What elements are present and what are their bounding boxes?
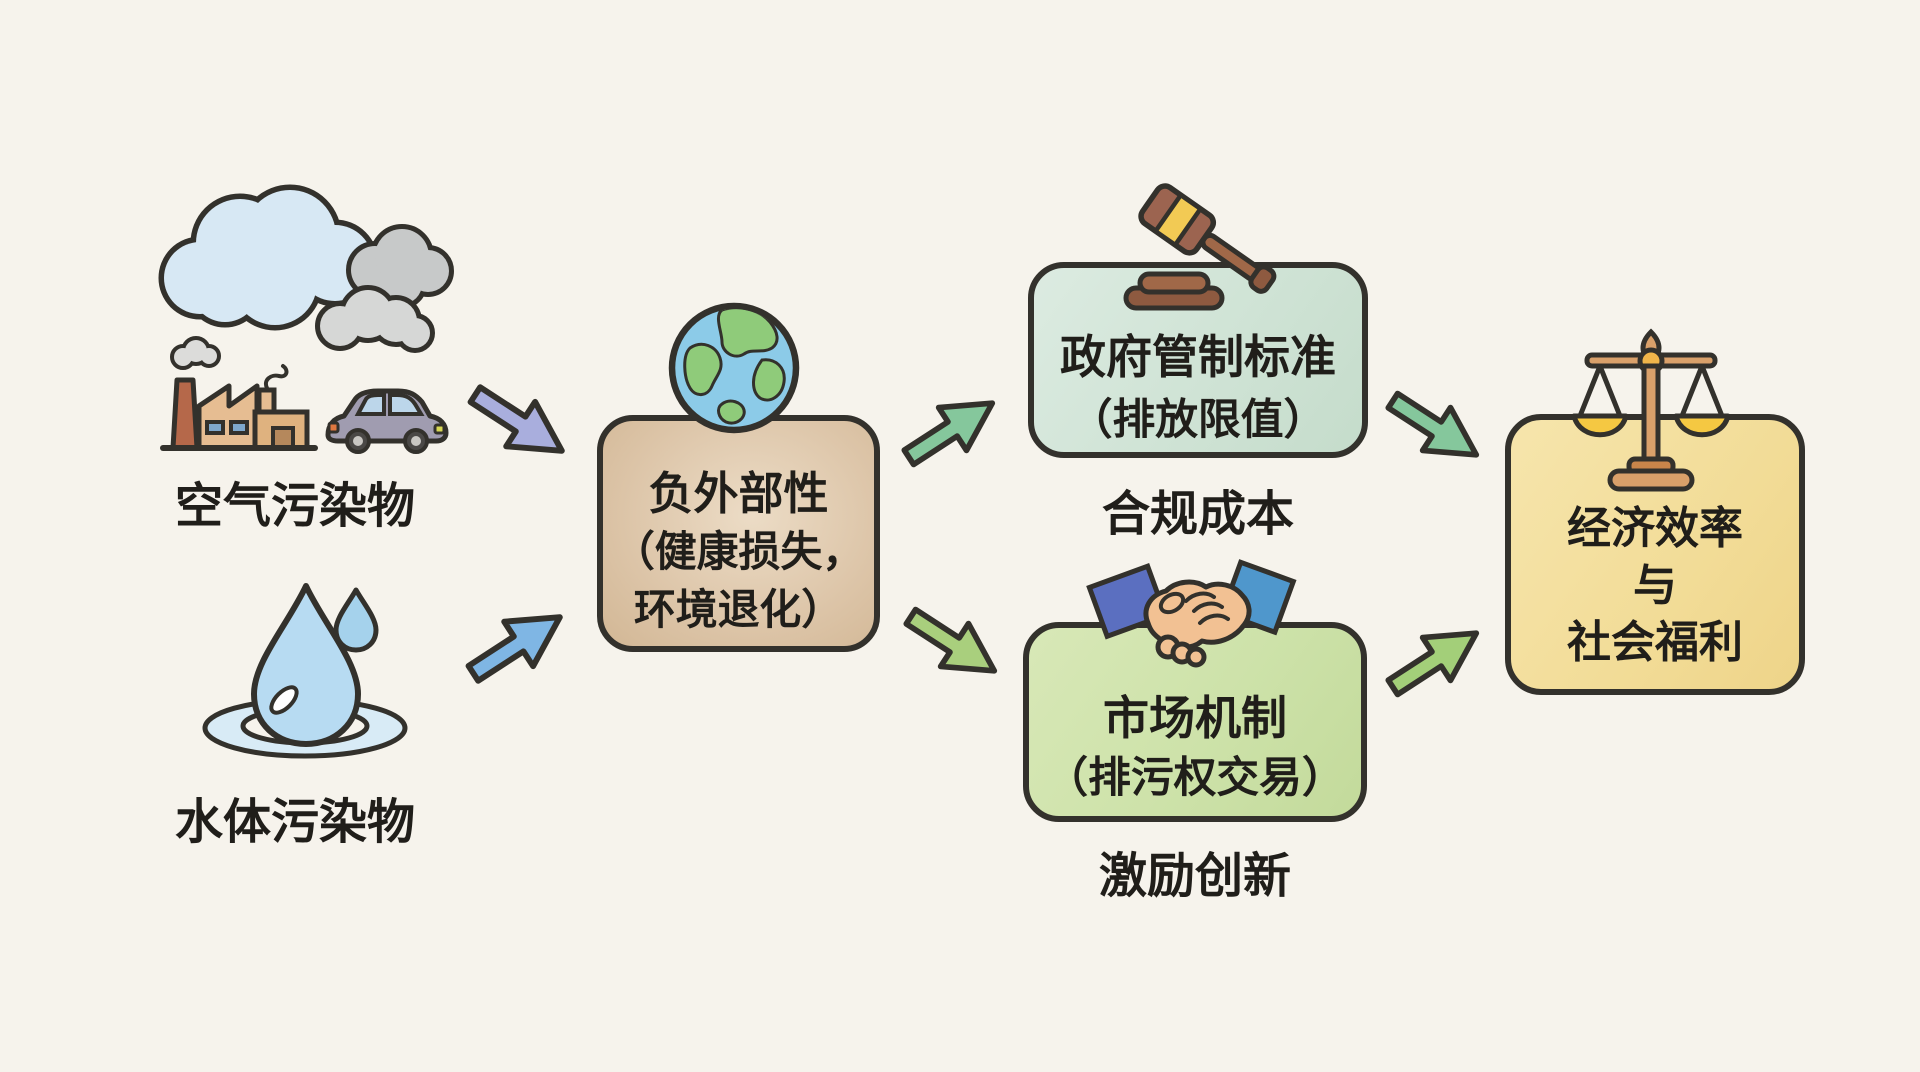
outcome-line1: 经济效率 <box>1567 504 1743 553</box>
negative-externality-subtitle-line1: （健康损失， <box>612 528 865 575</box>
arrow-externality-to-market <box>891 588 1015 699</box>
regulation-caption: 合规成本 <box>1101 488 1294 541</box>
earth-icon <box>668 302 800 434</box>
handshake-icon <box>1086 559 1297 668</box>
negative-externality-box: 负外部性 （健康损失， 环境退化） <box>597 415 880 652</box>
car-icon <box>325 388 449 454</box>
market-caption: 激励创新 <box>1098 850 1291 903</box>
arrow-air-to-externality <box>455 365 583 480</box>
arrow-regulation-to-outcome <box>1373 372 1497 483</box>
regulation-subtitle: （排放限值） <box>1069 396 1327 444</box>
outcome-line2: 与 <box>1633 561 1677 610</box>
water-drop-icon <box>202 583 408 759</box>
balance-scale-icon <box>1571 328 1731 492</box>
market-title: 市场机制 <box>1103 692 1287 744</box>
outcome-line3: 社会福利 <box>1567 618 1743 667</box>
arrow-market-to-outcome <box>1373 604 1497 715</box>
arrow-externality-to-regulation <box>889 374 1013 485</box>
gavel-icon <box>1123 183 1277 311</box>
air-pollutants-label: 空气污染物 <box>174 480 415 533</box>
clouds-icon <box>158 184 454 353</box>
regulation-title: 政府管制标准 <box>1060 331 1336 383</box>
arrow-water-to-externality <box>453 587 581 702</box>
negative-externality-subtitle-line2: 环境退化） <box>633 586 844 633</box>
factory-icon <box>160 336 318 451</box>
market-subtitle: （排污权交易） <box>1045 754 1345 802</box>
negative-externality-title: 负外部性 <box>648 468 829 519</box>
water-pollutants-label: 水体污染物 <box>174 796 415 849</box>
